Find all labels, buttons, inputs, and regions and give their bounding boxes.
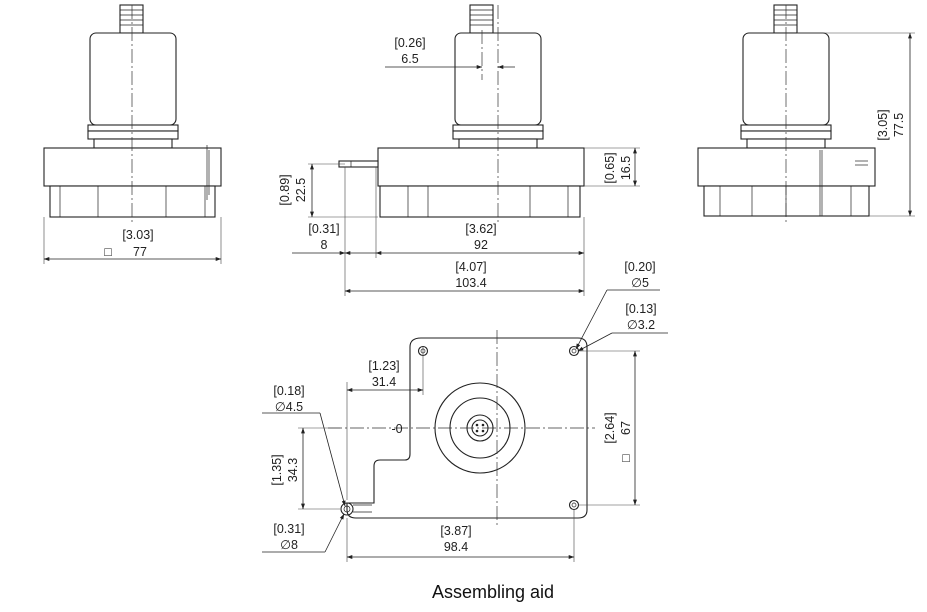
plan-view: -0 [0.20] ∅5 [0.13] ∅3.2 [1.23] 31.4 [0.… — [262, 260, 668, 562]
side-body — [338, 147, 585, 218]
plan-hole-small-mm: ∅5 — [631, 276, 649, 290]
plan-pin-mm: ∅8 — [280, 538, 298, 552]
plan-hole-small-inch: [0.20] — [624, 260, 655, 274]
drawing-caption: Assembling aid — [432, 582, 554, 602]
side-height-inch: [0.89] — [278, 174, 292, 205]
side-offset-mm: 6.5 — [401, 52, 418, 66]
side-flange-inch: [0.65] — [603, 152, 617, 183]
front-body — [43, 145, 222, 218]
side-height-mm: 22.5 — [294, 178, 308, 202]
plan-hole-tiny-mm: ∅3.2 — [627, 318, 655, 332]
plan-height-mm: 67 — [619, 421, 633, 435]
rear-view: [3.05] 77.5 — [697, 4, 915, 225]
plan-hole-tiny-inch: [0.13] — [625, 302, 656, 316]
side-body-inch: [3.62] — [465, 222, 496, 236]
plan-vert-mm: 34.3 — [286, 458, 300, 482]
side-pin-inch: [0.31] — [308, 222, 339, 236]
plan-offset-mm: 31.4 — [372, 375, 396, 389]
side-flange-mm: 16.5 — [619, 156, 633, 180]
plan-pin-inch: [0.31] — [273, 522, 304, 536]
side-pin-mm: 8 — [321, 238, 328, 252]
plan-vert-inch: [1.35] — [270, 454, 284, 485]
plan-offset-inch: [1.23] — [368, 359, 399, 373]
side-view: [0.26] 6.5 [0.89] 22.5 [0.31] 8 [3.62] 9… — [278, 4, 640, 296]
front-width-mm: 77 — [133, 245, 147, 259]
plan-width-inch: [3.87] — [440, 524, 471, 538]
rear-height-inch: [3.05] — [876, 109, 890, 140]
front-connector — [87, 4, 179, 149]
plan-height-symbol: □ — [622, 451, 630, 465]
plan-width-mm: 98.4 — [444, 540, 468, 554]
side-total-inch: [4.07] — [455, 260, 486, 274]
plan-pin-hole-inch: [0.18] — [273, 384, 304, 398]
plan-height-inch: [2.64] — [603, 412, 617, 443]
rear-height-mm: 77.5 — [892, 113, 906, 137]
side-body-mm: 92 — [474, 238, 488, 252]
front-view: [3.03] □ 77 — [43, 4, 222, 264]
rear-body — [697, 147, 876, 217]
front-width-symbol: □ — [104, 245, 112, 259]
side-total-mm: 103.4 — [455, 276, 486, 290]
plan-zero-mark: -0 — [391, 422, 402, 436]
plan-pin-hole-mm: ∅4.5 — [275, 400, 303, 414]
mounting-holes — [340, 345, 580, 516]
front-width-inch: [3.03] — [122, 228, 153, 242]
side-offset-inch: [0.26] — [394, 36, 425, 50]
